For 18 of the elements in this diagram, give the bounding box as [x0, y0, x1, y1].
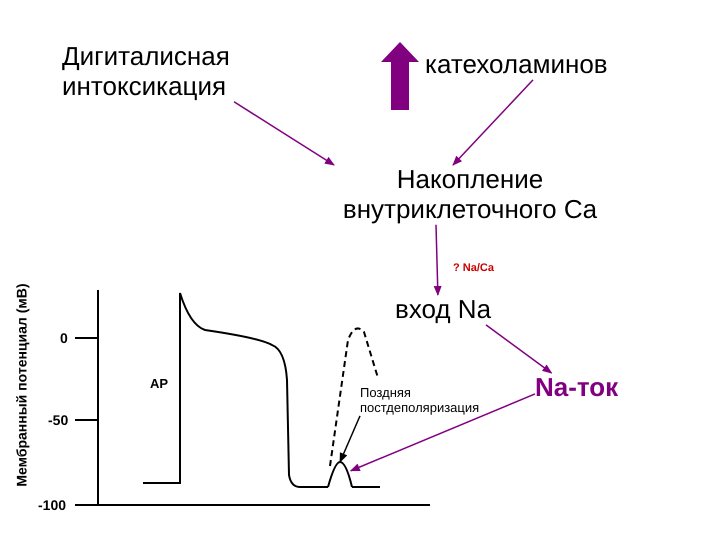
result-text: Na-ток: [535, 373, 645, 403]
tick-label: -50: [48, 412, 68, 428]
afterdepolarization-hump: [327, 461, 353, 488]
process-text: Накопление внутриклеточного Ca: [300, 165, 640, 225]
arrow: [486, 324, 552, 374]
annotation-text: Поздняя постдеполяризация: [360, 386, 490, 416]
leader-arrow: [339, 416, 361, 463]
tick-label: 0: [60, 330, 68, 346]
arrow: [434, 224, 442, 296]
cause-text: катехоламинов: [425, 50, 665, 80]
curve-label: AP: [150, 377, 168, 392]
arrow: [452, 79, 534, 166]
process-text: вход Na: [395, 295, 525, 325]
axis-title: Мембранный потенциал (мВ): [13, 283, 30, 487]
arrow: [350, 393, 536, 472]
tick-label: -100: [38, 497, 66, 514]
arrow: [234, 101, 335, 166]
cause-text: Дигиталисная интоксикация: [62, 42, 277, 102]
